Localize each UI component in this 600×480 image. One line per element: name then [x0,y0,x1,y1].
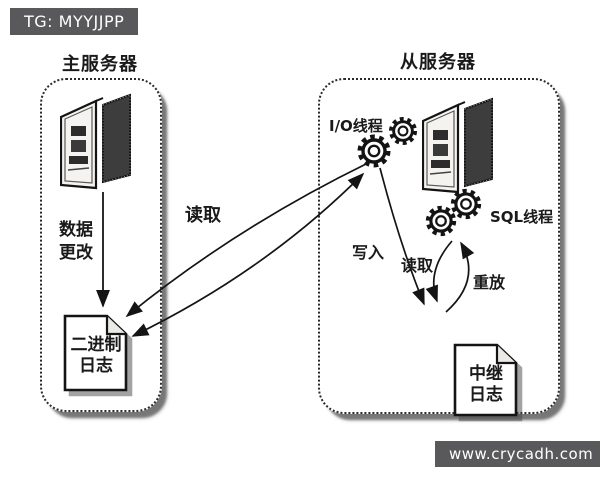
relay-log-line1: 中继 [469,364,503,384]
server-tower-icon [59,93,131,190]
replay-label: 重放 [473,273,506,292]
sql-thread-gears-icon [425,188,482,237]
binary-log-line2: 日志 [79,356,113,377]
data-change-line1: 数据 [59,220,93,240]
slave-server-title: 从服务器 [400,52,476,73]
relay-log-line2: 日志 [469,385,503,406]
io-thread-gears-icon [357,116,418,168]
document-icon [453,343,518,417]
read-binlog-arrow-up [131,172,365,337]
binary-log-line1: 二进制 [70,335,122,355]
relay-log-document: 中继 日志 [452,342,520,420]
relay-log-label: 中继 日志 [452,364,520,407]
watermark-bottom-right: www.crycadh.com [435,441,600,467]
replay-arrow [445,241,475,313]
io-thread-label: I/O线程 [329,117,383,135]
sql-thread-label: SQL线程 [490,208,554,226]
data-change-label: 数据 更改 [54,219,98,265]
watermark-top-left: TG: MYYJJPP [10,8,139,35]
write-arrow [379,167,425,306]
master-server-icon [59,88,138,190]
document-icon [63,314,128,392]
read-binlog-label: 读取 [185,205,221,226]
write-label: 写入 [352,243,385,262]
read-binlog-arrow-down [125,162,369,318]
master-server-title: 主服务器 [62,54,138,75]
read-relay-arrow [425,240,453,303]
read-relay-label: 读取 [401,256,434,275]
binary-log-document: 二进制 日志 [62,313,130,393]
binary-log-label: 二进制 日志 [62,335,130,378]
data-change-line2: 更改 [59,242,93,263]
